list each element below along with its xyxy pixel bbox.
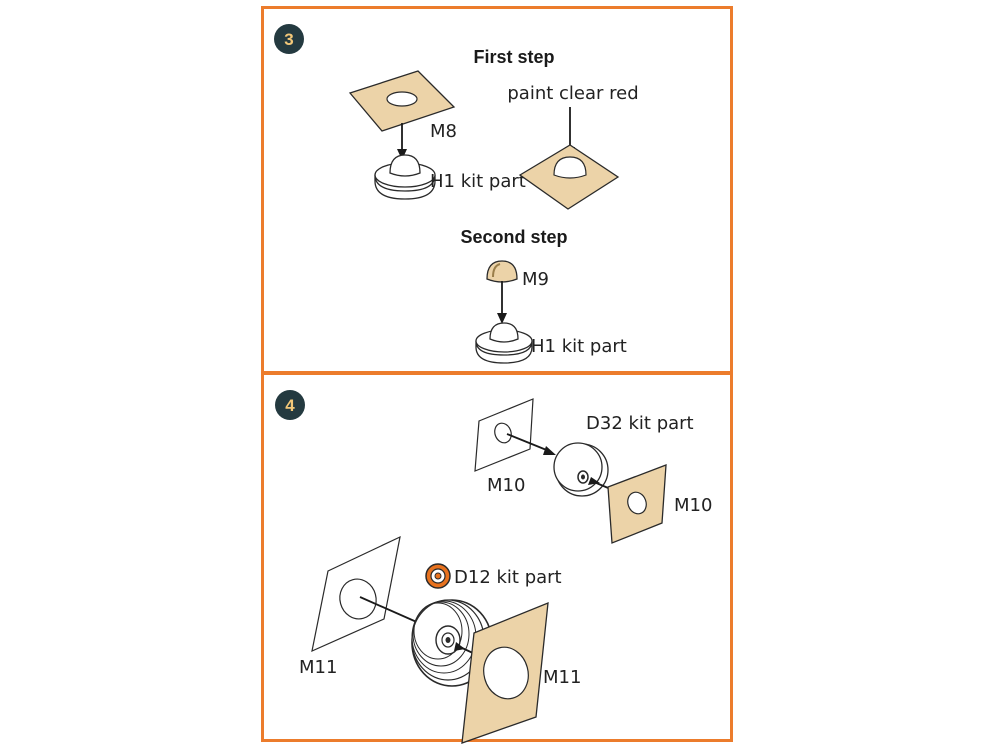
m10-left-film: [474, 398, 534, 472]
h1-kit-part-b: [475, 322, 533, 364]
h1-label-a: H1 kit part: [430, 171, 526, 192]
m11-right-label: M11: [543, 667, 581, 688]
arrow-m8-to-h1: [397, 123, 407, 160]
step-3-panel: 3 First step Second step M8 H1 kit part …: [261, 6, 733, 374]
m11-left-label: M11: [299, 657, 337, 678]
m10-left-label: M10: [487, 475, 525, 496]
painted-mask: [518, 144, 620, 210]
m8-label: M8: [430, 121, 457, 142]
step-4-diagram: 4 M10 D32 kit part M10: [275, 390, 712, 744]
m10-right-mask: [607, 464, 667, 544]
m9-label: M9: [522, 269, 549, 290]
second-step-title: Second step: [460, 227, 567, 247]
m11-left-film: [311, 535, 401, 653]
step-4-panel: 4 M10 D32 kit part M10: [261, 372, 733, 744]
wheel-tire: [411, 599, 493, 687]
first-step-title: First step: [473, 47, 554, 67]
arrow-m9-to-h1: [497, 281, 507, 324]
m9-part: [486, 260, 518, 283]
step-4-badge: [275, 390, 305, 420]
d32-label: D32 kit part: [586, 413, 694, 434]
paint-clear-red-label: paint clear red: [507, 83, 638, 104]
step-3-diagram: 3 First step Second step M8 H1 kit part …: [274, 24, 639, 364]
d12-label: D12 kit part: [454, 567, 562, 588]
step-3-number: 3: [284, 30, 293, 49]
m10-right-label: M10: [674, 495, 712, 516]
m8-mask: [348, 70, 456, 132]
h1-label-b: H1 kit part: [531, 336, 627, 357]
step-4-number: 4: [285, 396, 295, 415]
arrow-m10-to-d32: [506, 433, 556, 455]
d12-kit-part: [425, 563, 451, 589]
h1-kit-part-a: [374, 154, 436, 200]
d32-kit-part: [553, 442, 609, 497]
m11-right-mask: [461, 601, 549, 744]
step-3-badge: [274, 24, 304, 54]
